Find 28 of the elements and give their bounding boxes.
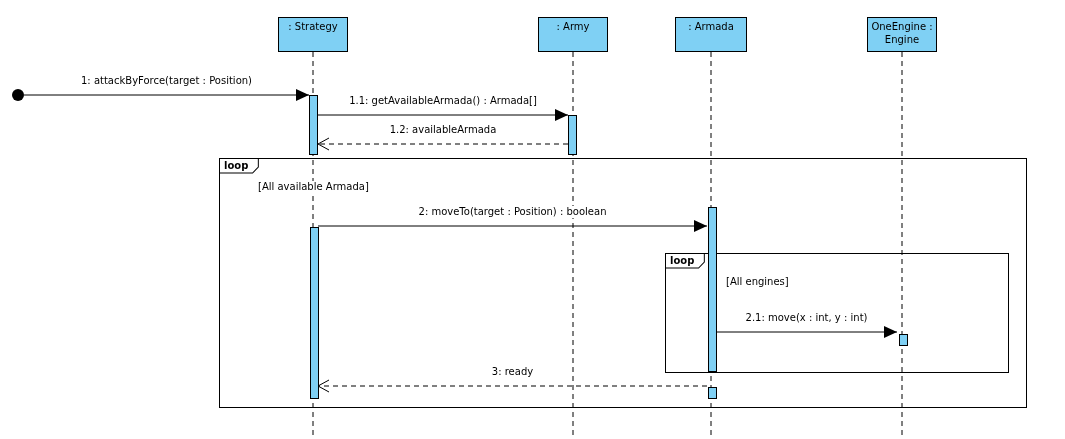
message-arrow [715, 326, 898, 338]
activation-bar [708, 387, 717, 399]
lifeline-head: : Armada [675, 17, 747, 52]
message-label: 1.1: getAvailableArmada() : Armada[] [349, 95, 537, 107]
activation-bar [310, 227, 319, 399]
lifeline-head: OneEngine : Engine [867, 17, 937, 52]
message-arrow [317, 379, 708, 393]
activation-bar [708, 207, 717, 372]
start-dot [12, 89, 24, 101]
message-label: 2.1: move(x : int, y : int) [745, 312, 868, 324]
frame-label: loop [666, 254, 705, 268]
message-arrow [23, 89, 310, 101]
message-label: 2: moveTo(target : Position) : boolean [418, 206, 607, 218]
activation-bar [568, 115, 577, 155]
lifeline-head: : Strategy [278, 17, 348, 52]
guard-condition: [All engines] [726, 276, 789, 288]
message-arrow [317, 220, 708, 232]
guard-condition: [All available Armada] [258, 181, 369, 193]
message-label: 1: attackByForce(target : Position) [81, 75, 252, 87]
message-arrow [317, 109, 569, 121]
message-arrow [317, 137, 569, 151]
activation-bar [309, 95, 318, 155]
message-label: 3: ready [491, 366, 534, 378]
frame-label: loop [220, 159, 259, 173]
lifeline-head: : Army [538, 17, 608, 52]
activation-bar [899, 334, 908, 346]
message-label: 1.2: availableArmada [389, 124, 497, 136]
loop-frame [219, 158, 1027, 408]
